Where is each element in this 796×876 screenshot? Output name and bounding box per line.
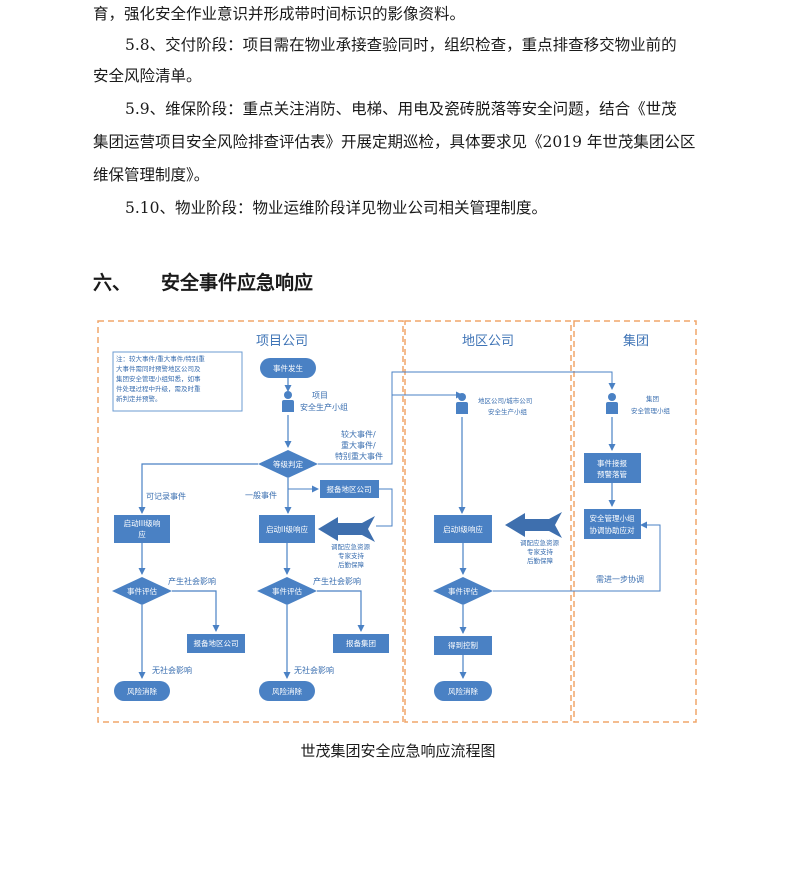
social-impact-label-1: 产生社会影响 — [168, 576, 216, 586]
paragraph-line-5: 集团运营项目安全风险排查评估表》开展定期巡检，具体要求见《2019 年世茂集团公… — [93, 133, 696, 151]
support-label-project-3: 后勤保障 — [338, 560, 365, 569]
support-label-region-2: 专家支持 — [527, 547, 554, 556]
lane-title-group: 集团 — [623, 333, 649, 349]
recordable-label: 可记录事件 — [146, 491, 186, 501]
report-region-label: 报备地区公司 — [194, 638, 239, 648]
report-group-label: 报备集团 — [346, 638, 376, 648]
escalation-label-2: 重大事件/ — [341, 440, 376, 450]
group-team-label-1: 集团 — [646, 394, 659, 403]
group-alert-node — [584, 453, 641, 483]
section-heading: 六、 安全事件应急响应 — [93, 268, 313, 295]
support-label-project-1: 调配应急资源 — [331, 542, 371, 551]
arrow-further-coord — [493, 521, 661, 592]
lane-title-project: 项目公司 — [256, 334, 308, 349]
project-team-person-icon — [282, 391, 294, 412]
evaluate-diamond-1 — [112, 577, 172, 605]
section-title: 安全事件应急响应 — [161, 272, 314, 294]
lane-group-border — [573, 320, 697, 723]
escalation-label-3: 特别重大事件 — [335, 451, 383, 461]
arrow-escalate-group — [318, 371, 616, 465]
level3-label-1: 启动III级响 — [124, 518, 161, 528]
paragraph-line-7: 5.10、物业阶段：物业运维阶段详见物业公司相关管理制度。 — [125, 199, 548, 217]
region-team-person-icon — [456, 393, 468, 414]
group-coord-node — [584, 509, 641, 539]
further-coord-label: 需进一步协调 — [596, 574, 644, 584]
level3-response-node — [114, 515, 170, 543]
escalation-label-1: 较大事件/ — [341, 429, 376, 439]
arrow-social-impact-1 — [172, 590, 220, 632]
report-region-node — [187, 634, 245, 653]
note-line-2: 大事件需同时预警地区公司及 — [116, 364, 201, 373]
group-alert-label-1: 事件接报 — [597, 458, 627, 468]
risk-cleared-label-3: 风险消除 — [448, 686, 478, 696]
risk-cleared-node-3 — [434, 681, 492, 701]
group-team-person-icon — [606, 393, 618, 414]
controlled-label: 得到控制 — [448, 640, 478, 650]
line-report-loop — [376, 488, 393, 527]
level1-response-node — [434, 515, 492, 543]
report-region-top-label: 报备地区公司 — [327, 484, 372, 494]
group-alert-label-2: 预警落管 — [597, 469, 627, 479]
no-impact-label-1: 无社会影响 — [152, 665, 192, 675]
note-box — [112, 351, 243, 412]
lane-region-border — [404, 320, 572, 723]
support-arrow-region — [505, 512, 562, 538]
group-coord-label-2: 协调协助应对 — [590, 525, 635, 535]
controlled-node — [434, 636, 492, 655]
paragraph-line-2: 5.8、交付阶段：项目需在物业承接查验同时，组织检查，重点排查移交物业前的 — [125, 36, 677, 54]
paragraph-line-1: 育，强化安全作业意识并形成带时间标识的影像资料。 — [93, 5, 466, 23]
start-node-label: 事件发生 — [273, 363, 303, 373]
project-team-label-1: 项目 — [312, 391, 328, 400]
project-team-label-2: 安全生产小组 — [300, 402, 348, 412]
report-group-node — [333, 634, 389, 653]
evaluate-label-2: 事件评估 — [272, 586, 302, 596]
evaluate-label-3: 事件评估 — [448, 586, 478, 596]
note-line-1: 注：较大事件/重大事件/特别重 — [116, 354, 205, 363]
note-line-5: 新判定并预警。 — [116, 394, 162, 403]
paragraph-line-3: 安全风险清单。 — [93, 67, 202, 85]
social-impact-label-2: 产生社会影响 — [313, 576, 361, 586]
general-label: 一般事件 — [245, 490, 277, 500]
risk-cleared-node-1 — [114, 681, 170, 701]
support-arrow-project — [318, 516, 375, 542]
paragraph-line-4: 5.9、维保阶段：重点关注消防、电梯、用电及瓷砖脱落等安全问题，结合《世茂 — [125, 100, 677, 118]
evaluate-diamond-3 — [433, 577, 493, 605]
support-label-region-1: 调配应急资源 — [520, 538, 560, 547]
note-line-3: 集团安全管理小组知悉，如事 — [116, 374, 201, 383]
region-team-label-2: 安全生产小组 — [488, 407, 528, 416]
figure-caption: 世茂集团安全应急响应流程图 — [300, 742, 496, 760]
risk-cleared-node-2 — [259, 681, 315, 701]
arrow-social-impact-2 — [317, 590, 365, 632]
grade-decision-label: 等级判定 — [273, 459, 303, 469]
support-label-project-2: 专家支持 — [338, 551, 365, 560]
evaluate-label-1: 事件评估 — [127, 586, 157, 596]
lane-project-border — [97, 320, 404, 723]
paragraph-line-6: 维保管理制度》。 — [93, 166, 210, 184]
evaluate-diamond-2 — [257, 577, 317, 605]
level1-label: 启动I级响应 — [443, 524, 483, 534]
lane-title-region: 地区公司 — [462, 334, 514, 349]
no-impact-label-2: 无社会影响 — [294, 665, 334, 675]
grade-decision-diamond — [258, 450, 318, 478]
region-team-label-1: 地区公司/城市公司 — [478, 396, 532, 405]
report-region-top-node — [320, 480, 379, 498]
support-label-region-3: 后勤保障 — [527, 556, 554, 565]
level3-label-2: 应 — [138, 529, 146, 539]
note-line-4: 件处理过程中升级，需及时重 — [116, 384, 201, 393]
section-number: 六、 — [93, 272, 132, 294]
group-team-label-2: 安全管理小组 — [631, 406, 671, 415]
risk-cleared-label-2: 风险消除 — [272, 686, 302, 696]
group-coord-label-1: 安全管理小组 — [590, 513, 635, 523]
level2-label: 启动II级响应 — [266, 524, 308, 534]
level2-response-node — [259, 515, 315, 543]
start-node — [260, 358, 316, 378]
arrow-recordable — [138, 463, 258, 514]
risk-cleared-label-1: 风险消除 — [127, 686, 157, 696]
